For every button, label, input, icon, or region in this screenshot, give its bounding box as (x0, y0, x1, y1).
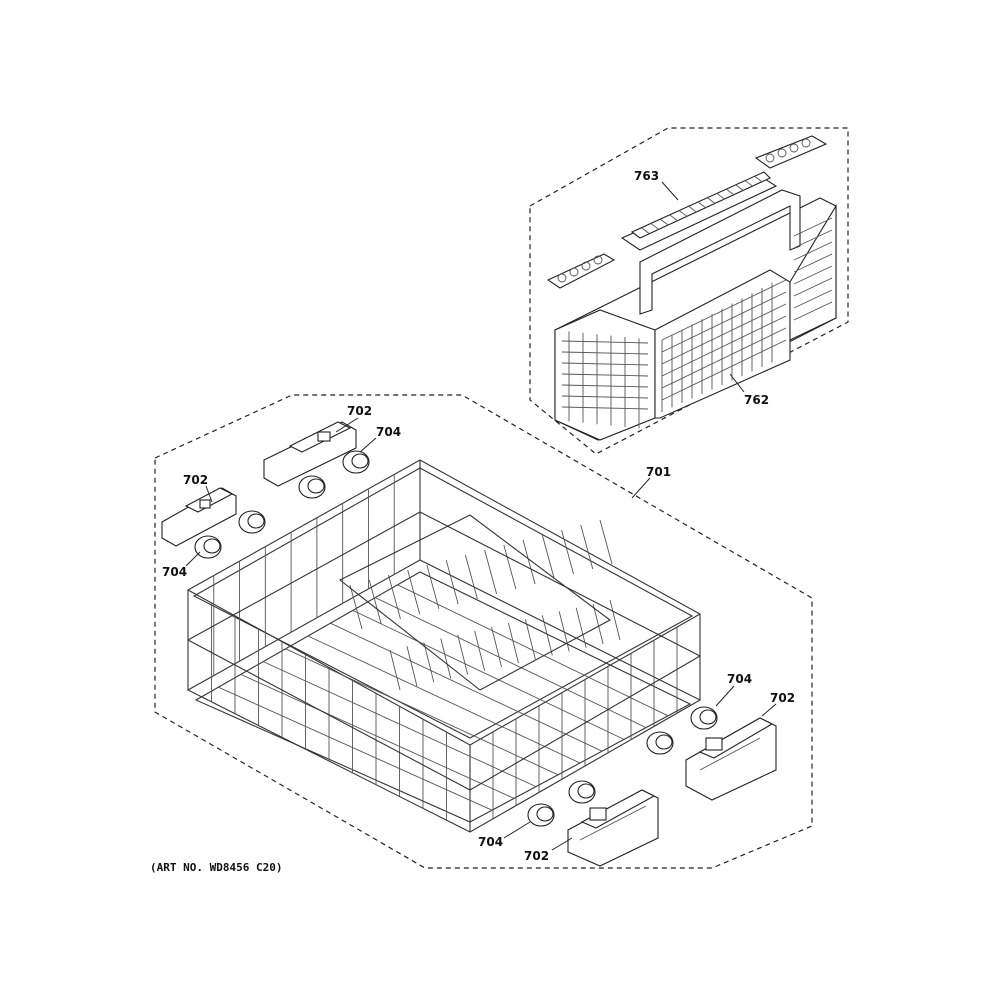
basket-cover (620, 171, 778, 251)
wheel-top-left-a (194, 535, 222, 559)
callout-702-right: 702 (770, 691, 795, 705)
wheel-bottom-b (568, 780, 596, 804)
callout-762: 762 (744, 393, 769, 407)
wheel-right-b (690, 706, 718, 730)
callout-704-top-mid: 704 (376, 425, 401, 439)
callout-704-bottom: 704 (478, 835, 503, 849)
roller-bracket-top-mid (263, 421, 357, 487)
wheel-right-a (646, 731, 674, 755)
callout-763: 763 (634, 169, 659, 183)
wheel-bottom-a (527, 803, 555, 827)
callout-702-bottom: 702 (524, 849, 549, 863)
wheel-top-mid-a (298, 475, 326, 499)
basket-cover-end-piece-right (754, 135, 828, 169)
silverware-basket (554, 189, 837, 441)
roller-bracket-bottom (567, 789, 659, 867)
callout-702-top-mid: 702 (347, 404, 372, 418)
basket-cover-end-piece-left (546, 253, 616, 289)
callout-702-top-left: 702 (183, 473, 208, 487)
wheel-top-left-b (238, 510, 266, 534)
callout-704-right: 704 (727, 672, 752, 686)
callout-701: 701 (646, 465, 671, 479)
wheel-top-mid-b (342, 450, 370, 474)
callout-704-top-left: 704 (162, 565, 187, 579)
lower-rack (186, 459, 702, 833)
roller-bracket-right (685, 717, 777, 801)
rack-group-outline (154, 394, 813, 869)
roller-bracket-top-left (161, 487, 237, 547)
art-number: (ART NO. WD8456 C20) (150, 861, 282, 874)
